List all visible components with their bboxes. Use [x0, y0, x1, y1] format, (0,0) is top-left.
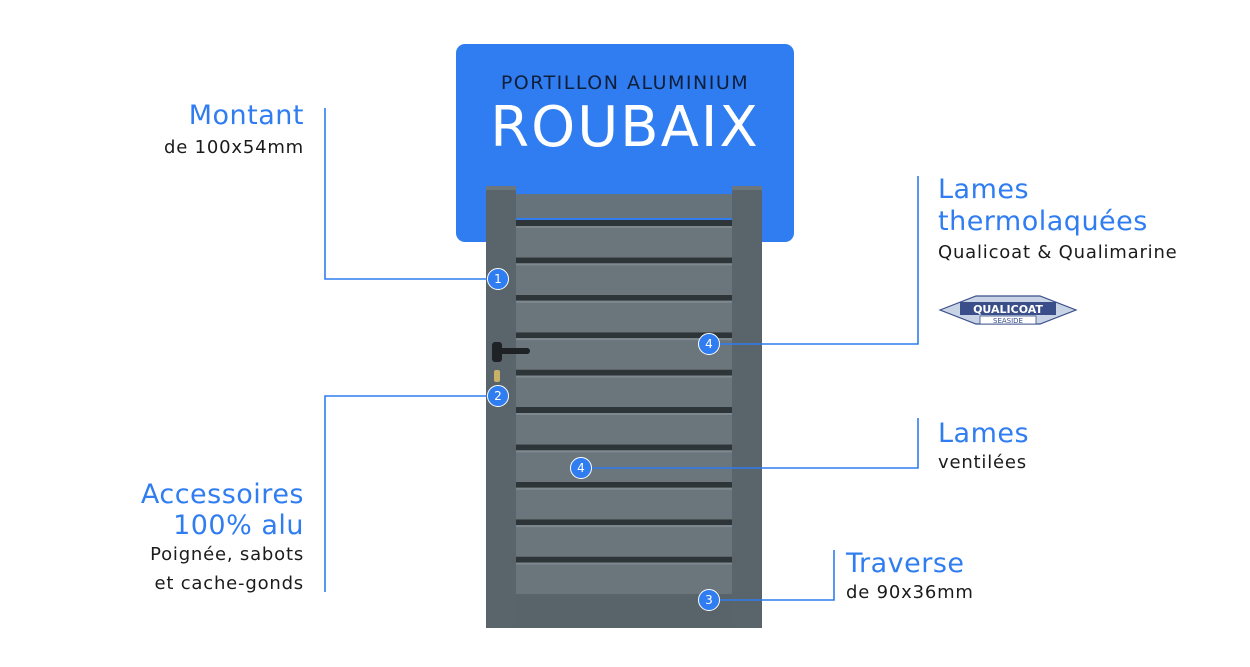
- lock-cylinder: [494, 370, 500, 382]
- slat: [516, 450, 732, 482]
- badge-1: 1: [487, 268, 509, 290]
- traverse-detail: de 90x36mm: [846, 582, 974, 603]
- badge-3: 3: [698, 589, 720, 611]
- slat-highlight: [516, 300, 732, 303]
- slat-highlight: [516, 450, 732, 453]
- slat: [516, 413, 732, 445]
- svg-text:QUALICOAT: QUALICOAT: [973, 303, 1043, 316]
- slat: [516, 338, 732, 370]
- slat-highlight: [516, 525, 732, 528]
- badge-2: 2: [487, 385, 509, 407]
- slat: [516, 375, 732, 407]
- slat-highlight: [516, 226, 732, 228]
- slat-gap: [516, 519, 732, 526]
- leader-lames-ventilees: [581, 418, 919, 469]
- slat-gap: [516, 294, 732, 301]
- slat: [516, 487, 732, 520]
- lames-thermo-title-2: thermolaquées: [938, 206, 1148, 237]
- handle-plate: [492, 342, 502, 362]
- svg-text:SEASIDE: SEASIDE: [993, 317, 1023, 325]
- slat-gap: [516, 556, 732, 563]
- traverse-title: Traverse: [846, 548, 965, 579]
- lames-thermo-title-1: Lames: [938, 174, 1030, 205]
- slat-highlight: [516, 413, 732, 415]
- qualicoat-seaside-logo: QUALICOAT SEASIDE: [938, 295, 1078, 325]
- bottom-rail: [516, 594, 732, 628]
- slat-highlight: [516, 338, 732, 341]
- right-post: [732, 186, 762, 628]
- montant-title: Montant: [188, 100, 304, 131]
- slats: [516, 220, 732, 594]
- product-subtitle: PORTILLON ALUMINIUM: [500, 72, 750, 94]
- left-post: [486, 186, 516, 628]
- montant-detail: de 100x54mm: [163, 137, 304, 158]
- slat-highlight: [516, 487, 732, 490]
- gate-illustration: [486, 186, 762, 628]
- leader-accessoires: [324, 395, 498, 592]
- product-title: ROUBAIX: [490, 95, 760, 160]
- handle-lever: [498, 348, 530, 354]
- accessoires-detail-1: Poignée, sabots: [150, 544, 304, 565]
- badge-4-ventilees: 4: [570, 457, 592, 479]
- slat-gap: [516, 257, 732, 264]
- leader-lines: [324, 108, 919, 601]
- slat-gap: [516, 332, 732, 339]
- slat-gap: [516, 220, 732, 226]
- top-rail: [516, 194, 732, 218]
- slat-highlight: [516, 562, 732, 565]
- slat-gap: [516, 369, 732, 376]
- slat-gap: [516, 407, 732, 413]
- slat-gap: [516, 481, 732, 488]
- slat: [516, 562, 732, 594]
- badge-4-thermo: 4: [698, 333, 720, 355]
- slat: [516, 525, 732, 557]
- lames-thermo-detail: Qualicoat & Qualimarine: [938, 242, 1178, 263]
- accessoires-title-2: 100% alu: [173, 510, 304, 541]
- lames-vent-title: Lames: [938, 418, 1030, 449]
- slat-highlight: [516, 375, 732, 378]
- accessoires-detail-2: et cache-gonds: [154, 573, 304, 594]
- slat: [516, 300, 732, 333]
- leader-traverse: [709, 550, 835, 601]
- leader-montant: [324, 108, 498, 280]
- slat: [516, 263, 732, 295]
- leader-lames-thermo: [709, 176, 919, 345]
- accessoires-title-1: Accessoires: [140, 479, 304, 510]
- slat-highlight: [516, 263, 732, 266]
- lames-vent-detail: ventilées: [938, 452, 1027, 473]
- slat-gap: [516, 444, 732, 451]
- slat: [516, 226, 732, 258]
